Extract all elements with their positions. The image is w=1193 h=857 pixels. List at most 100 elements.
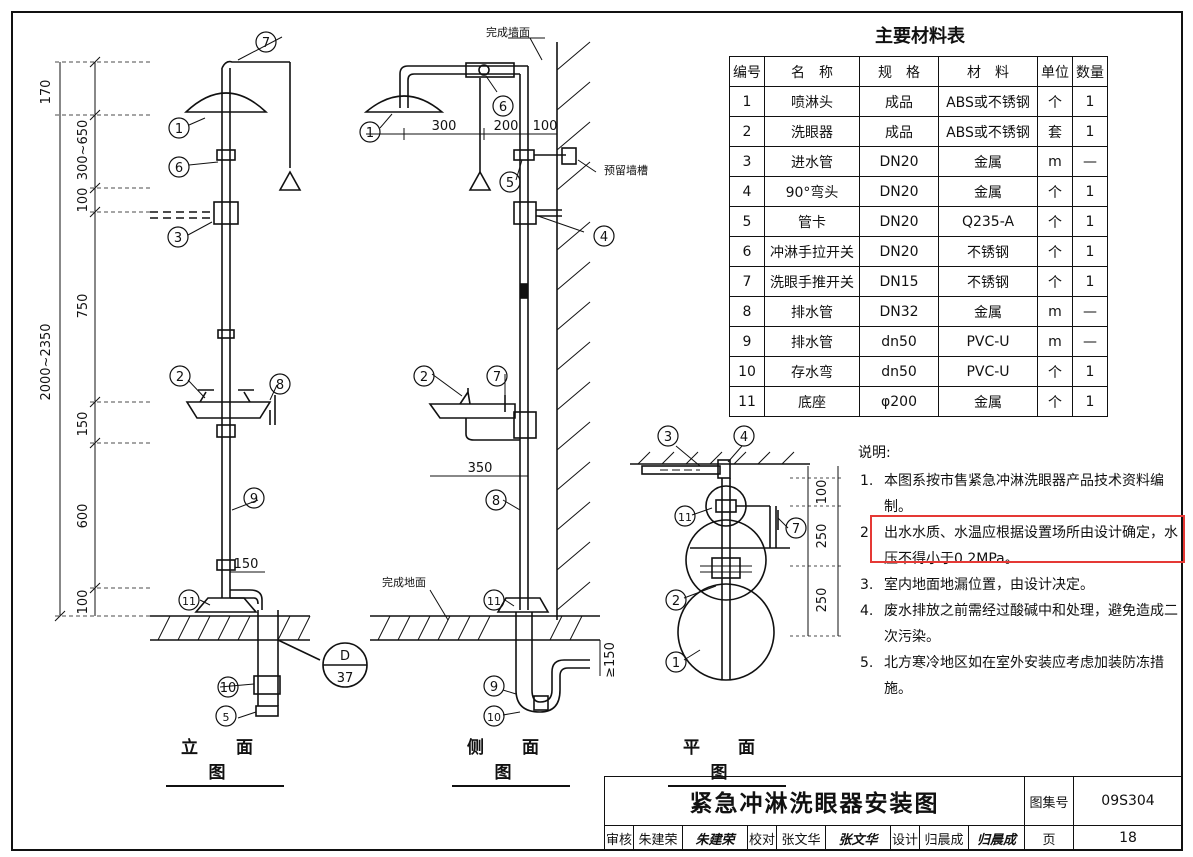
note-item: 1.本图系按市售紧急冲淋洗眼器产品技术资料编制。 [858, 468, 1178, 520]
table-cell: DN20 [859, 206, 939, 237]
floor-label: 完成地面 [382, 575, 426, 589]
table-cell: DN20 [859, 146, 939, 177]
table-cell: 个 [1037, 356, 1073, 387]
sheet-border [11, 11, 1183, 851]
checker-signature: 张文华 [825, 825, 891, 851]
table-cell: 洗眼器 [764, 116, 860, 147]
table-cell: DN20 [859, 236, 939, 267]
table-cell: DN15 [859, 266, 939, 297]
table-cell: 1 [729, 86, 765, 117]
side-callout-1: 1 [366, 126, 374, 141]
table-cell: 1 [1072, 86, 1108, 117]
dim-150-v: 150 [76, 412, 91, 437]
plan-callouts [657, 425, 807, 673]
table-cell: DN32 [859, 296, 939, 327]
note-number: 4. [860, 603, 874, 619]
table-cell: 洗眼手推开关 [764, 266, 860, 297]
table-cell: 6 [729, 236, 765, 267]
note-item: 2.出水水质、水温应根据设置场所由设计确定，水压不得小于0.2MPa。 [858, 520, 1178, 572]
table-cell: 成品 [859, 86, 939, 117]
callout-2: 2 [176, 370, 184, 385]
table-cell: 排水管 [764, 296, 860, 327]
table-cell: 不锈钢 [938, 266, 1038, 297]
side-callout-6: 6 [499, 100, 507, 115]
table-cell: 1 [1072, 176, 1108, 207]
table-cell: 存水弯 [764, 356, 860, 387]
callout-10: 5 [223, 711, 230, 724]
table-cell: 1 [1072, 386, 1108, 417]
dim-100-b: 100 [76, 590, 91, 615]
dim-100-a: 100 [76, 188, 91, 213]
materials-title: 主要材料表 [875, 26, 965, 47]
table-cell: 个 [1037, 176, 1073, 207]
table-cell: ABS或不锈钢 [938, 86, 1038, 117]
dim-600: 600 [76, 504, 91, 529]
table-cell: dn50 [859, 356, 939, 387]
table-cell: 排水管 [764, 326, 860, 357]
wall-label: 完成墙面 [486, 25, 530, 39]
highlight-box [870, 515, 1185, 563]
table-cell: Q235-A [938, 206, 1038, 237]
title-block: 紧急冲淋洗眼器安装图 图集号 09S304 审核 朱建荣 朱建荣 校对 张文华 … [604, 776, 1183, 851]
note-item: 5.北方寒冷地区如在室外安装应考虑加装防冻措施。 [858, 650, 1178, 702]
note-text: 本图系按市售紧急冲淋洗眼器产品技术资料编制。 [884, 473, 1164, 515]
callout-3: 3 [174, 231, 182, 246]
side-callout-9: 9 [490, 680, 498, 695]
table-cell: 冲淋手拉开关 [764, 236, 860, 267]
plan-callout-3: 3 [664, 430, 672, 445]
detail-ref-bottom: 37 [337, 671, 354, 686]
notes-lead: 说明: [858, 445, 891, 461]
drawing-text: 1 6 3 2 8 9 7 11 10 5 D 37 170 300~650 1… [39, 25, 830, 724]
table-cell: 1 [1072, 236, 1108, 267]
table-cell: 底座 [764, 386, 860, 417]
table-cell: 2 [729, 116, 765, 147]
side-callout-10: 10 [487, 711, 501, 724]
table-cell: 成品 [859, 116, 939, 147]
dim-300: 300 [432, 119, 457, 134]
review-label: 审核 [604, 825, 634, 851]
side-callout-11: 11 [487, 595, 501, 608]
table-cell: 个 [1037, 86, 1073, 117]
designer-signature: 归晨成 [968, 825, 1025, 851]
check-label: 校对 [747, 825, 777, 851]
table-cell: φ200 [859, 386, 939, 417]
dim-ge150: ≥150 [603, 642, 618, 678]
side-callouts [359, 95, 615, 727]
table-cell: 11 [729, 386, 765, 417]
plan-callout-4: 4 [740, 430, 748, 445]
side-callout-2: 2 [420, 370, 428, 385]
table-cell: — [1072, 296, 1108, 327]
dim-2000-2350: 2000~2350 [39, 323, 54, 400]
materials-header-row: 编号 名 称 规 格 材 料 单位 数量 [729, 56, 1108, 87]
plan-dim-250-a: 250 [815, 524, 830, 549]
dim-350: 350 [468, 461, 493, 476]
designer-name: 归晨成 [919, 825, 969, 851]
callout-11: 11 [182, 595, 196, 608]
dim-200: 200 [494, 119, 519, 134]
table-cell: 金属 [938, 296, 1038, 327]
table-cell: m [1037, 326, 1073, 357]
table-cell: m [1037, 296, 1073, 327]
table-cell: 喷淋头 [764, 86, 860, 117]
note-number: 5. [860, 655, 874, 671]
table-cell: 10 [729, 356, 765, 387]
callout-8: 9 [250, 492, 258, 507]
table-cell: 个 [1037, 266, 1073, 297]
note-item: 3.室内地面地漏位置，由设计决定。 [858, 572, 1178, 598]
table-cell: PVC-U [938, 326, 1038, 357]
table-cell: 个 [1037, 206, 1073, 237]
atlas-label: 图集号 [1024, 776, 1074, 826]
table-cell: DN20 [859, 176, 939, 207]
note-text: 废水排放之前需经过酸碱中和处理，避免造成二次污染。 [884, 603, 1178, 645]
slot-label: 预留墙槽 [604, 163, 648, 177]
